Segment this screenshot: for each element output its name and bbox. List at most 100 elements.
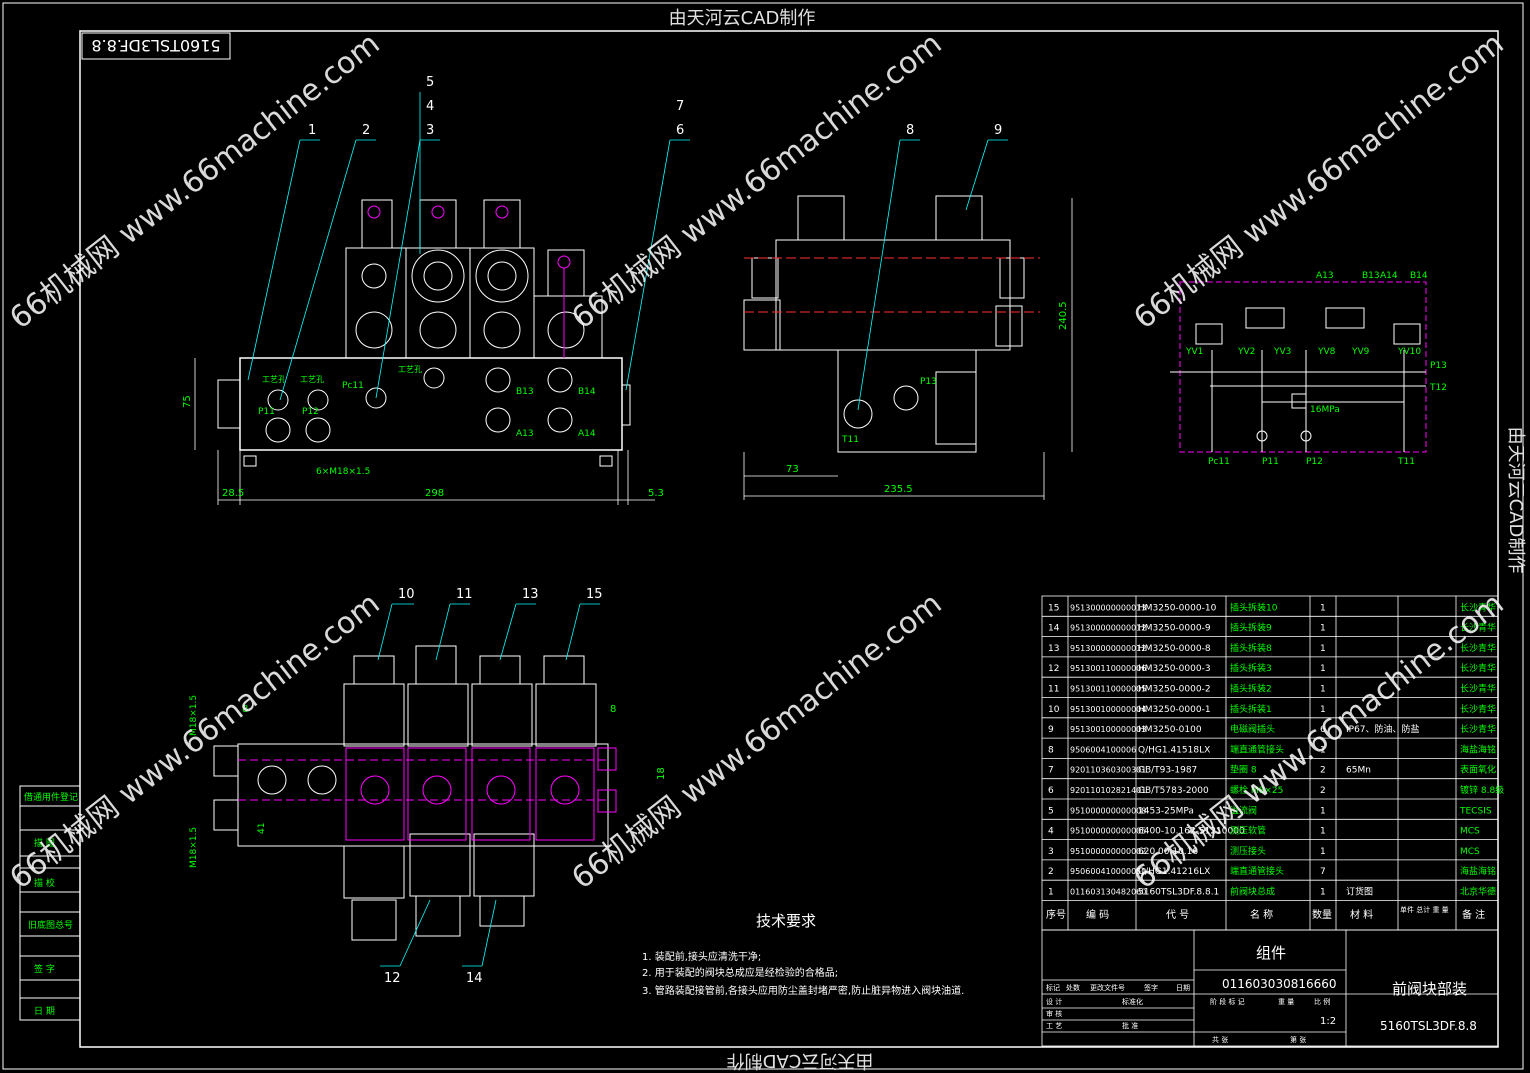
bom-cell: GB/T5783-2000 bbox=[1138, 786, 1209, 796]
schem-pc11: Pc11 bbox=[1208, 457, 1230, 467]
bom-header-name: 名 称 bbox=[1250, 908, 1273, 921]
tb-sign-7: 重 量 bbox=[1278, 998, 1294, 1006]
bom-cell: 7 bbox=[1048, 766, 1054, 776]
tb-row-label-1: 标记 bbox=[1046, 983, 1060, 992]
bom-cell: 1 bbox=[1320, 745, 1326, 755]
title-block-grid bbox=[1041, 929, 1499, 1047]
schem-yv3: YV3 bbox=[1273, 347, 1291, 357]
bom-cell: 4 bbox=[1048, 827, 1054, 837]
balloon-11: 11 bbox=[456, 587, 473, 602]
bom-cell: 1 bbox=[1320, 806, 1326, 816]
bom-cell: 951300110000006 bbox=[1070, 664, 1146, 673]
schem-yv8: YV8 bbox=[1317, 347, 1336, 357]
balloon-4: 4 bbox=[426, 99, 434, 114]
bom-cell: 端直通管接头 bbox=[1230, 865, 1284, 877]
bom-cell: 长沙青华 bbox=[1460, 723, 1496, 735]
bom-cell: 2 bbox=[1320, 786, 1326, 796]
bom-cell: 北京华德 bbox=[1460, 886, 1496, 898]
left-stamp bbox=[19, 785, 81, 1021]
tb-row-labels: 标记 处数 更改文件号 签字 日期 bbox=[1046, 983, 1190, 992]
bom-cell: 1 bbox=[1320, 888, 1326, 898]
bom-cell: 表面氧化 bbox=[1460, 764, 1496, 776]
front-dim-height: 75 bbox=[182, 395, 193, 408]
watermark-1: 66机械网 www.66machine.com bbox=[3, 26, 386, 336]
watermark-2: 66机械网 www.66machine.com bbox=[565, 26, 948, 336]
bom-cell: HM3250-0000-8 bbox=[1138, 644, 1211, 654]
bom-cell: 950600410000050 bbox=[1070, 867, 1146, 876]
bom-cell: 长沙青华 bbox=[1460, 662, 1496, 674]
bom-cell: 插头拆装8 bbox=[1230, 642, 1272, 654]
front-process-label-3: 工艺孔 bbox=[398, 365, 422, 374]
bom-cell: HM3250-0000-1 bbox=[1138, 705, 1211, 715]
side-view bbox=[743, 195, 1025, 453]
side-port-p13: P13 bbox=[920, 377, 937, 387]
bom-cell: 6400-10.162-51210000 bbox=[1138, 827, 1245, 837]
balloon-5: 5 bbox=[426, 75, 434, 90]
bom-cell: HM3250-0000-2 bbox=[1138, 685, 1211, 695]
bom-cell: 951300100000003 bbox=[1070, 725, 1146, 734]
front-port-b13: B13 bbox=[516, 387, 534, 397]
hydraulic-schematic: A13 B13 A14 B14 YV1 YV2 YV3 YV8 YV9 YV10… bbox=[1170, 271, 1447, 467]
bom-cell: 插头拆装2 bbox=[1230, 683, 1272, 695]
schem-label-a13: A13 bbox=[1316, 271, 1334, 281]
balloon-10: 10 bbox=[398, 587, 415, 602]
bom-cell: 951000000000002 bbox=[1070, 847, 1146, 856]
bom-cell: 011603130482060 bbox=[1070, 888, 1146, 897]
bom-cell: 951300000000013 bbox=[1070, 603, 1146, 612]
bom-cell: Q/HG1.41518LX bbox=[1138, 745, 1210, 755]
tb-row-label-2: 处数 bbox=[1066, 983, 1080, 992]
tb-group: 组件 bbox=[1256, 944, 1286, 962]
schem-p12: P12 bbox=[1306, 457, 1323, 467]
bom-cell: 海盐海铭 bbox=[1460, 865, 1496, 877]
top-view bbox=[213, 645, 609, 941]
top-dim-1: 8 bbox=[242, 704, 248, 715]
stamp-2: 描 图 bbox=[34, 837, 55, 849]
bom-cell: 620.00.10.16 bbox=[1138, 847, 1198, 857]
bom-cell: 插头拆装1 bbox=[1230, 703, 1272, 715]
side-dims bbox=[743, 198, 1073, 500]
balloon-12: 12 bbox=[384, 971, 401, 986]
bom-cell: 垫圈 8 bbox=[1230, 764, 1257, 776]
tb-sign-4: 工 艺 bbox=[1046, 1022, 1062, 1030]
tb-sign-10: 第 张 bbox=[1290, 1035, 1306, 1044]
bom-cell: 65Mn bbox=[1346, 766, 1371, 776]
bom-cell: 8 bbox=[1048, 745, 1054, 755]
tech-item-2: 2. 用于装配的阀块总成应是经检验的合格品; bbox=[642, 966, 838, 979]
bom-cell: 951300110000005 bbox=[1070, 685, 1146, 694]
bom-header-ref: 代 号 bbox=[1166, 909, 1189, 921]
tech-item-3: 3. 管路装配接管前,各接头应用防尘盖封堵严密,防止脏异物进入阀块油道. bbox=[642, 984, 964, 997]
top-dim-2: M18×1.5 bbox=[189, 695, 199, 736]
schem-yv1: YV1 bbox=[1185, 347, 1203, 357]
bom-cell: 14 bbox=[1048, 624, 1060, 634]
bom-cell: 1 bbox=[1320, 685, 1326, 695]
tb-sign-labels: 设 计 标准化 审 核 工 艺 批 准 阶 段 标 记 重 量 比 例 共 张 … bbox=[1046, 997, 1330, 1044]
corner-code: 5160TSL3DF.8.8 bbox=[91, 36, 220, 55]
bom-cell: 12 bbox=[1048, 664, 1059, 674]
front-process-label-2: 工艺孔 bbox=[300, 375, 324, 384]
bom-cell: 端直通管接头 bbox=[1230, 743, 1284, 755]
bom-cell: 电磁阀插头 bbox=[1230, 723, 1275, 735]
bom-cell: 5160TSL3DF.8.8.1 bbox=[1138, 888, 1219, 898]
bom-header-remark: 备 注 bbox=[1462, 908, 1485, 921]
front-dim-left: 28.5 bbox=[222, 488, 244, 499]
tb-sign-6: 阶 段 标 记 bbox=[1210, 997, 1245, 1006]
bom-cell: 2 bbox=[1048, 867, 1054, 877]
stamp-1: 借通用件登记 bbox=[24, 791, 78, 803]
schem-label-b13: B13 bbox=[1362, 271, 1380, 281]
bom-header-mat: 材 料 bbox=[1350, 908, 1373, 921]
bom-cell: 插头拆装9 bbox=[1230, 622, 1272, 634]
balloon-7: 7 bbox=[676, 99, 684, 114]
top-dim-5: 8 bbox=[610, 704, 616, 715]
front-thread-note: 6×M18×1.5 bbox=[316, 467, 370, 477]
tb-row-label-4: 签字 bbox=[1144, 983, 1158, 992]
bom-cell: 长沙青华 bbox=[1460, 642, 1496, 654]
bom-cell: 插头拆装3 bbox=[1230, 662, 1272, 674]
bom-cell: 951300100000004 bbox=[1070, 705, 1146, 714]
front-dims bbox=[194, 358, 655, 505]
top-title: 由天河云CAD制作 bbox=[669, 8, 816, 29]
tb-sign-1: 设 计 bbox=[1046, 997, 1062, 1006]
bom-cell: HM3250-0000-3 bbox=[1138, 664, 1211, 674]
stamp-4: 旧底图总号 bbox=[28, 919, 73, 931]
bom-cell: 海盐海铭 bbox=[1460, 743, 1496, 755]
side-dim-offset: 73 bbox=[786, 464, 799, 475]
